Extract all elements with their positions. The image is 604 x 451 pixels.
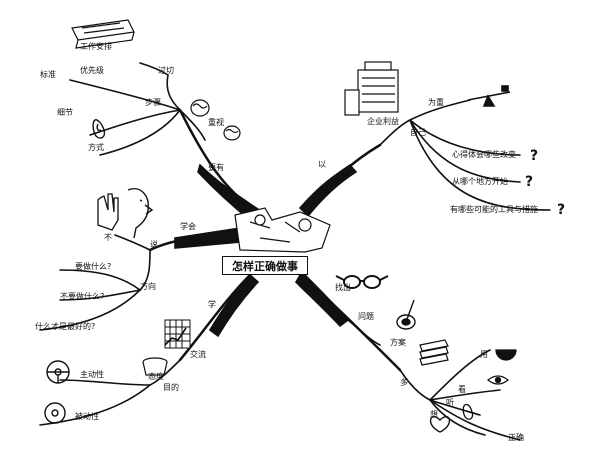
seesaw-icon: [467, 85, 511, 107]
branch-say: [114, 234, 151, 251]
branch-label-passive: 被动性: [75, 412, 99, 421]
branch-use: [429, 349, 491, 401]
branch-label-main-top-right: 以: [318, 160, 326, 169]
ear-icon: [462, 403, 474, 420]
branch-cutover: [139, 62, 169, 76]
branch-label-attitude: 态度: [148, 372, 164, 381]
branch-label-best: 什么才是最好的?: [35, 322, 96, 331]
branch-label-see: 看: [458, 385, 466, 394]
branch-label-direction: 方向: [140, 282, 156, 291]
branch-heavy: [409, 99, 471, 121]
branch-see: [429, 389, 501, 401]
brain-icon: [190, 99, 241, 141]
branch-label-priority: 优先级: [80, 66, 104, 75]
face-icon: [127, 188, 154, 239]
branch-start: [409, 119, 521, 183]
branch-label-use: 用: [480, 350, 488, 359]
branch-label-tools: 有哪些可能的工具与措施: [450, 205, 538, 214]
branch-label-think: 想: [430, 410, 438, 419]
document-icon: [71, 19, 135, 49]
branch-hear: [429, 399, 481, 416]
branch-problem: [347, 319, 381, 346]
branch-label-company-interest: 企业利益: [367, 117, 399, 126]
branch-label-main-left: 学会: [180, 222, 196, 231]
branch-label-correct: 正确: [508, 433, 524, 442]
branch-standard: [69, 79, 181, 111]
branch-attitude: [59, 379, 151, 386]
branch-label-cutover: 过切: [158, 66, 174, 75]
branch-plan: [166, 74, 181, 111]
branch-label-focus: 重视: [208, 118, 224, 127]
trunk-fill-bottom-right: [294, 270, 350, 328]
chart-icon: [164, 319, 191, 349]
branch-dont: [59, 289, 141, 301]
branch-best: [39, 289, 141, 331]
branch-label-steps: 步骤: [145, 98, 161, 107]
branch-label-do: 要做什么?: [75, 262, 112, 271]
branch-label-work-plan: 工作安排: [80, 42, 112, 51]
branch-label-standard: 标准: [40, 70, 56, 79]
branch-think: [429, 399, 486, 436]
eye-icon: [486, 375, 510, 385]
branch-more: [399, 369, 431, 401]
ear-icon: [92, 119, 106, 139]
book-stack-icon: [419, 339, 449, 366]
hand-stop-icon: [97, 193, 119, 231]
branch-label-more: 多: [400, 378, 408, 387]
branch-label-communicate: 交流: [190, 350, 206, 359]
branch-change: [409, 119, 521, 156]
branch-tools: [409, 119, 551, 211]
branch-label-purpose: 目的: [163, 383, 179, 392]
branch-label-detail: 细节: [57, 108, 73, 117]
puzzle-icon: [234, 207, 331, 253]
branch-method: [99, 109, 181, 156]
branch-self: [379, 119, 411, 146]
branch-correct: [429, 399, 521, 441]
building-icon: [344, 61, 399, 116]
branch-label-self: 自己: [410, 128, 426, 137]
branch-label-solution: 方案: [390, 338, 406, 347]
target-icon: [396, 299, 416, 330]
branch-focus: [179, 109, 206, 141]
branch-label-main-top-left: 要有: [208, 163, 224, 172]
branch-label-priority-weight: 为重: [428, 98, 444, 107]
branch-direction: [139, 249, 151, 291]
branch-purpose: [149, 359, 181, 386]
branch-do: [59, 269, 141, 291]
center-topic: 怎样正确做事: [222, 256, 308, 275]
branch-label-say: 说: [150, 240, 158, 249]
branch-label-problem: 问题: [358, 312, 374, 321]
branch-detail: [89, 109, 181, 136]
glasses-icon: [335, 275, 389, 289]
branch-label-change: 心得体会哪些改变: [452, 150, 516, 159]
question-mark-icon: ? ? ?: [525, 148, 565, 218]
svg-text:?: ?: [557, 202, 565, 218]
branch-label-main-bottom-left: 学: [208, 300, 216, 309]
mouth-icon: [495, 349, 517, 361]
branch-label-start: 从哪个地方开始: [452, 177, 508, 186]
branch-label-method: 方式: [88, 143, 104, 152]
trunk-fill-bottom-left: [208, 273, 260, 338]
branch-label-no: 不: [104, 233, 112, 242]
branch-label-dont: 不要做什么?: [60, 292, 105, 301]
steering-wheel-icon: [44, 360, 70, 424]
svg-text:?: ?: [530, 148, 538, 164]
branch-label-main-bottom-right: 找出: [335, 283, 351, 292]
trunk-fill-top-right: [298, 163, 358, 218]
svg-text:?: ?: [525, 174, 533, 190]
branch-label-hear: 听: [446, 398, 454, 407]
heart-icon: [429, 415, 451, 433]
cup-icon: [142, 357, 168, 376]
branch-label-proactive: 主动性: [80, 370, 104, 379]
